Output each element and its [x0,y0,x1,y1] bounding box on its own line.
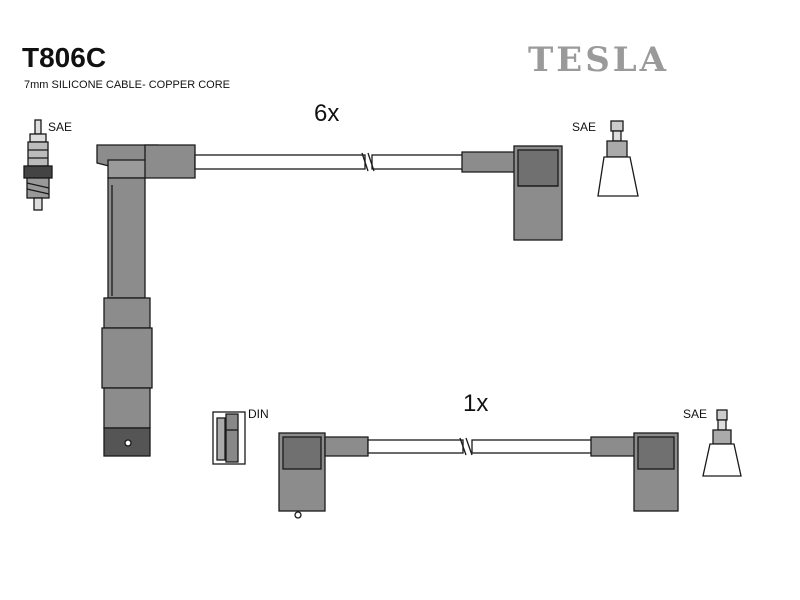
lower-left-terminal-label: DIN [248,407,269,421]
lower-left-elbow-boot [278,432,369,519]
spark-plug-icon [23,119,53,211]
lower-right-terminal-label: SAE [683,407,708,421]
upper-right-terminal-label: SAE [572,120,597,134]
sae-terminal-icon [597,120,639,197]
upper-cable [194,152,465,172]
long-plug-boot [96,144,196,457]
upper-right-elbow-boot [461,145,563,241]
brand-logo: TESLA [528,40,670,80]
upper-quantity-label: 6x [314,100,340,127]
lower-right-elbow-boot [590,432,679,512]
lower-cable [367,437,593,456]
cable-spec: 7mm SILICONE CABLE- COPPER CORE [24,79,230,91]
sae-terminal-icon [702,409,742,477]
din-terminal-icon [212,411,246,465]
lower-quantity-label: 1x [463,390,489,417]
upper-left-terminal-label: SAE [48,120,73,134]
part-number: T806C [22,42,107,73]
